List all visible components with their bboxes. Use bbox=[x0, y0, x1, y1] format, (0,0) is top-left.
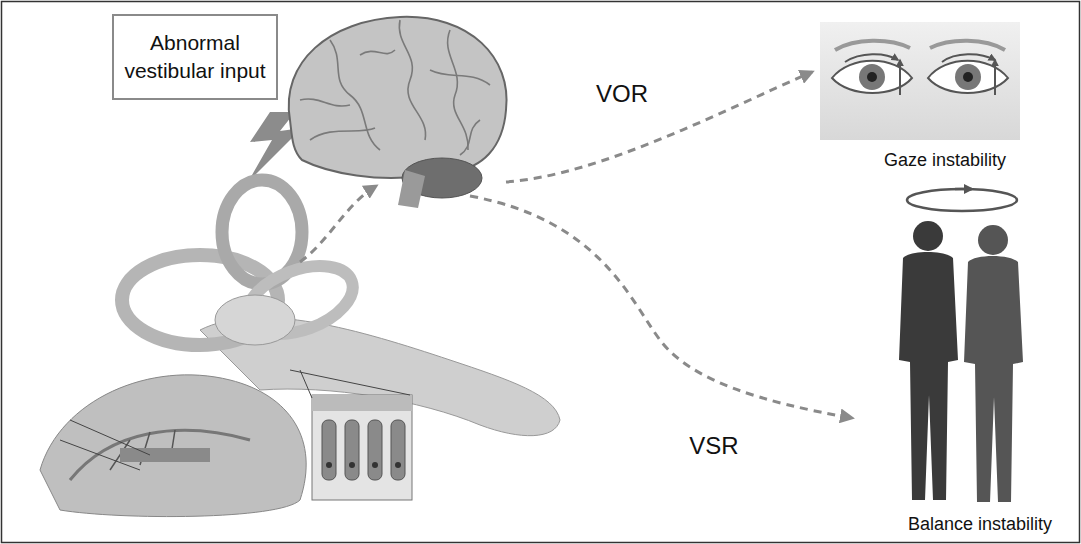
reflex-label: VSR bbox=[689, 432, 738, 460]
box-label: Abnormal vestibular input bbox=[114, 29, 276, 86]
pathway-arrows bbox=[300, 72, 852, 418]
brain bbox=[289, 17, 507, 208]
reflex-label: VOR bbox=[596, 80, 648, 108]
people-silhouettes bbox=[899, 189, 1023, 502]
input-box: Abnormal vestibular input bbox=[112, 14, 278, 100]
outcome-label: Balance instability bbox=[908, 514, 1052, 535]
inner-ear bbox=[40, 180, 560, 517]
outcome-label: Gaze instability bbox=[884, 150, 1006, 171]
eyes-picture bbox=[820, 22, 1020, 140]
